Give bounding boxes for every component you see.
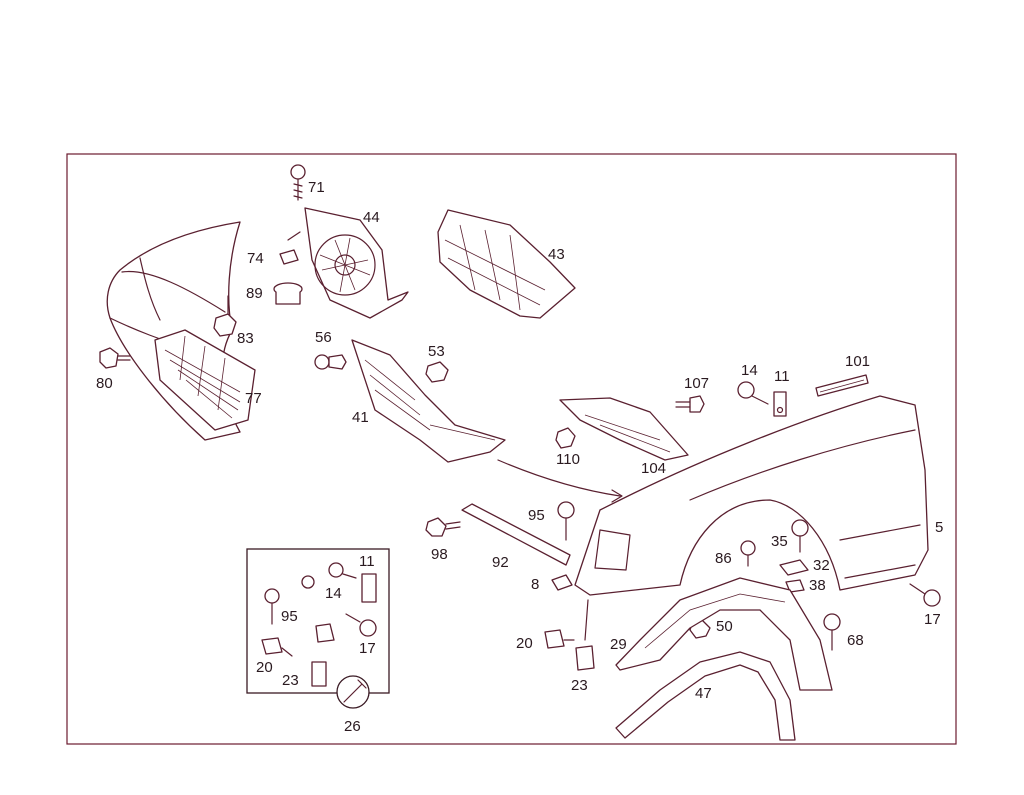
part-68-screw bbox=[823, 613, 841, 651]
label-56: 56 bbox=[315, 329, 332, 346]
part-11-clip bbox=[773, 391, 787, 417]
label-104: 104 bbox=[641, 460, 666, 477]
label-11-inset: 11 bbox=[359, 553, 375, 570]
part-107-bolt bbox=[675, 395, 705, 413]
label-44: 44 bbox=[363, 209, 380, 226]
label-14-inset: 14 bbox=[325, 585, 342, 602]
part-44-fan-shroud bbox=[304, 207, 409, 319]
part-8-clip bbox=[551, 574, 573, 591]
label-32: 32 bbox=[813, 557, 830, 574]
label-98: 98 bbox=[431, 546, 448, 563]
part-41-air-duct bbox=[351, 339, 506, 463]
label-26: 26 bbox=[344, 718, 361, 735]
label-43: 43 bbox=[548, 246, 565, 263]
part-35-screw bbox=[791, 519, 809, 553]
part-101-strip bbox=[815, 374, 869, 397]
part-23-clip-lower bbox=[575, 599, 595, 671]
label-110: 110 bbox=[556, 451, 580, 468]
label-20-inset: 20 bbox=[256, 659, 273, 676]
part-5-front-fender bbox=[574, 395, 929, 596]
label-17-main: 17 bbox=[924, 611, 941, 628]
label-74: 74 bbox=[247, 250, 264, 267]
label-68: 68 bbox=[847, 632, 864, 649]
part-80-bolt bbox=[99, 347, 131, 369]
label-95-inset: 95 bbox=[281, 608, 298, 625]
part-89-grommet bbox=[273, 282, 303, 305]
label-101: 101 bbox=[845, 353, 870, 370]
label-89: 89 bbox=[246, 285, 263, 302]
part-71-screw bbox=[290, 164, 306, 201]
label-95-main: 95 bbox=[528, 507, 545, 524]
part-77-grille-insert bbox=[154, 329, 256, 431]
wrench-icon bbox=[336, 675, 370, 709]
label-107: 107 bbox=[684, 375, 709, 392]
part-47-wheel-arch-trim bbox=[615, 651, 796, 741]
label-23-inset: 23 bbox=[282, 672, 299, 689]
part-56-push-clip bbox=[314, 354, 347, 370]
label-17-inset: 17 bbox=[359, 640, 376, 657]
label-92: 92 bbox=[492, 554, 509, 571]
label-11-top: 11 bbox=[774, 368, 790, 385]
label-86: 86 bbox=[715, 550, 732, 567]
part-53-nut bbox=[425, 361, 449, 383]
part-29-wheel-arch-liner bbox=[615, 577, 833, 691]
part-20-nut-lower bbox=[544, 629, 575, 649]
part-14-screw bbox=[737, 381, 769, 405]
arrow-41-to-fender bbox=[497, 459, 621, 497]
part-95-screw bbox=[557, 501, 575, 541]
inset-hardware bbox=[261, 562, 377, 687]
part-92-trim-strip bbox=[461, 503, 571, 566]
part-17-screw-right bbox=[909, 583, 941, 607]
part-43-grille-panel bbox=[437, 209, 576, 319]
label-77: 77 bbox=[245, 390, 262, 407]
arrow-head bbox=[611, 489, 623, 503]
label-71: 71 bbox=[308, 179, 325, 196]
label-41: 41 bbox=[352, 409, 369, 426]
part-83-nut bbox=[213, 295, 237, 337]
part-110-nut bbox=[555, 427, 576, 449]
label-14-top: 14 bbox=[741, 362, 758, 379]
part-104-bracket bbox=[559, 397, 689, 461]
label-38: 38 bbox=[809, 577, 826, 594]
diagram-frame bbox=[66, 153, 957, 745]
part-86-clip bbox=[740, 540, 756, 567]
label-5: 5 bbox=[935, 519, 943, 536]
label-83: 83 bbox=[237, 330, 254, 347]
part-32-clip bbox=[779, 559, 809, 576]
label-35: 35 bbox=[771, 533, 788, 550]
label-8: 8 bbox=[531, 576, 539, 593]
label-53: 53 bbox=[428, 343, 445, 360]
label-20-main: 20 bbox=[516, 635, 533, 652]
part-74-clip bbox=[279, 231, 301, 265]
label-50: 50 bbox=[716, 618, 733, 635]
label-80: 80 bbox=[96, 375, 113, 392]
label-29: 29 bbox=[610, 636, 627, 653]
label-23-main: 23 bbox=[571, 677, 588, 694]
part-98-bolt bbox=[425, 517, 461, 537]
label-47: 47 bbox=[695, 685, 712, 702]
part-38-clip bbox=[785, 579, 805, 593]
